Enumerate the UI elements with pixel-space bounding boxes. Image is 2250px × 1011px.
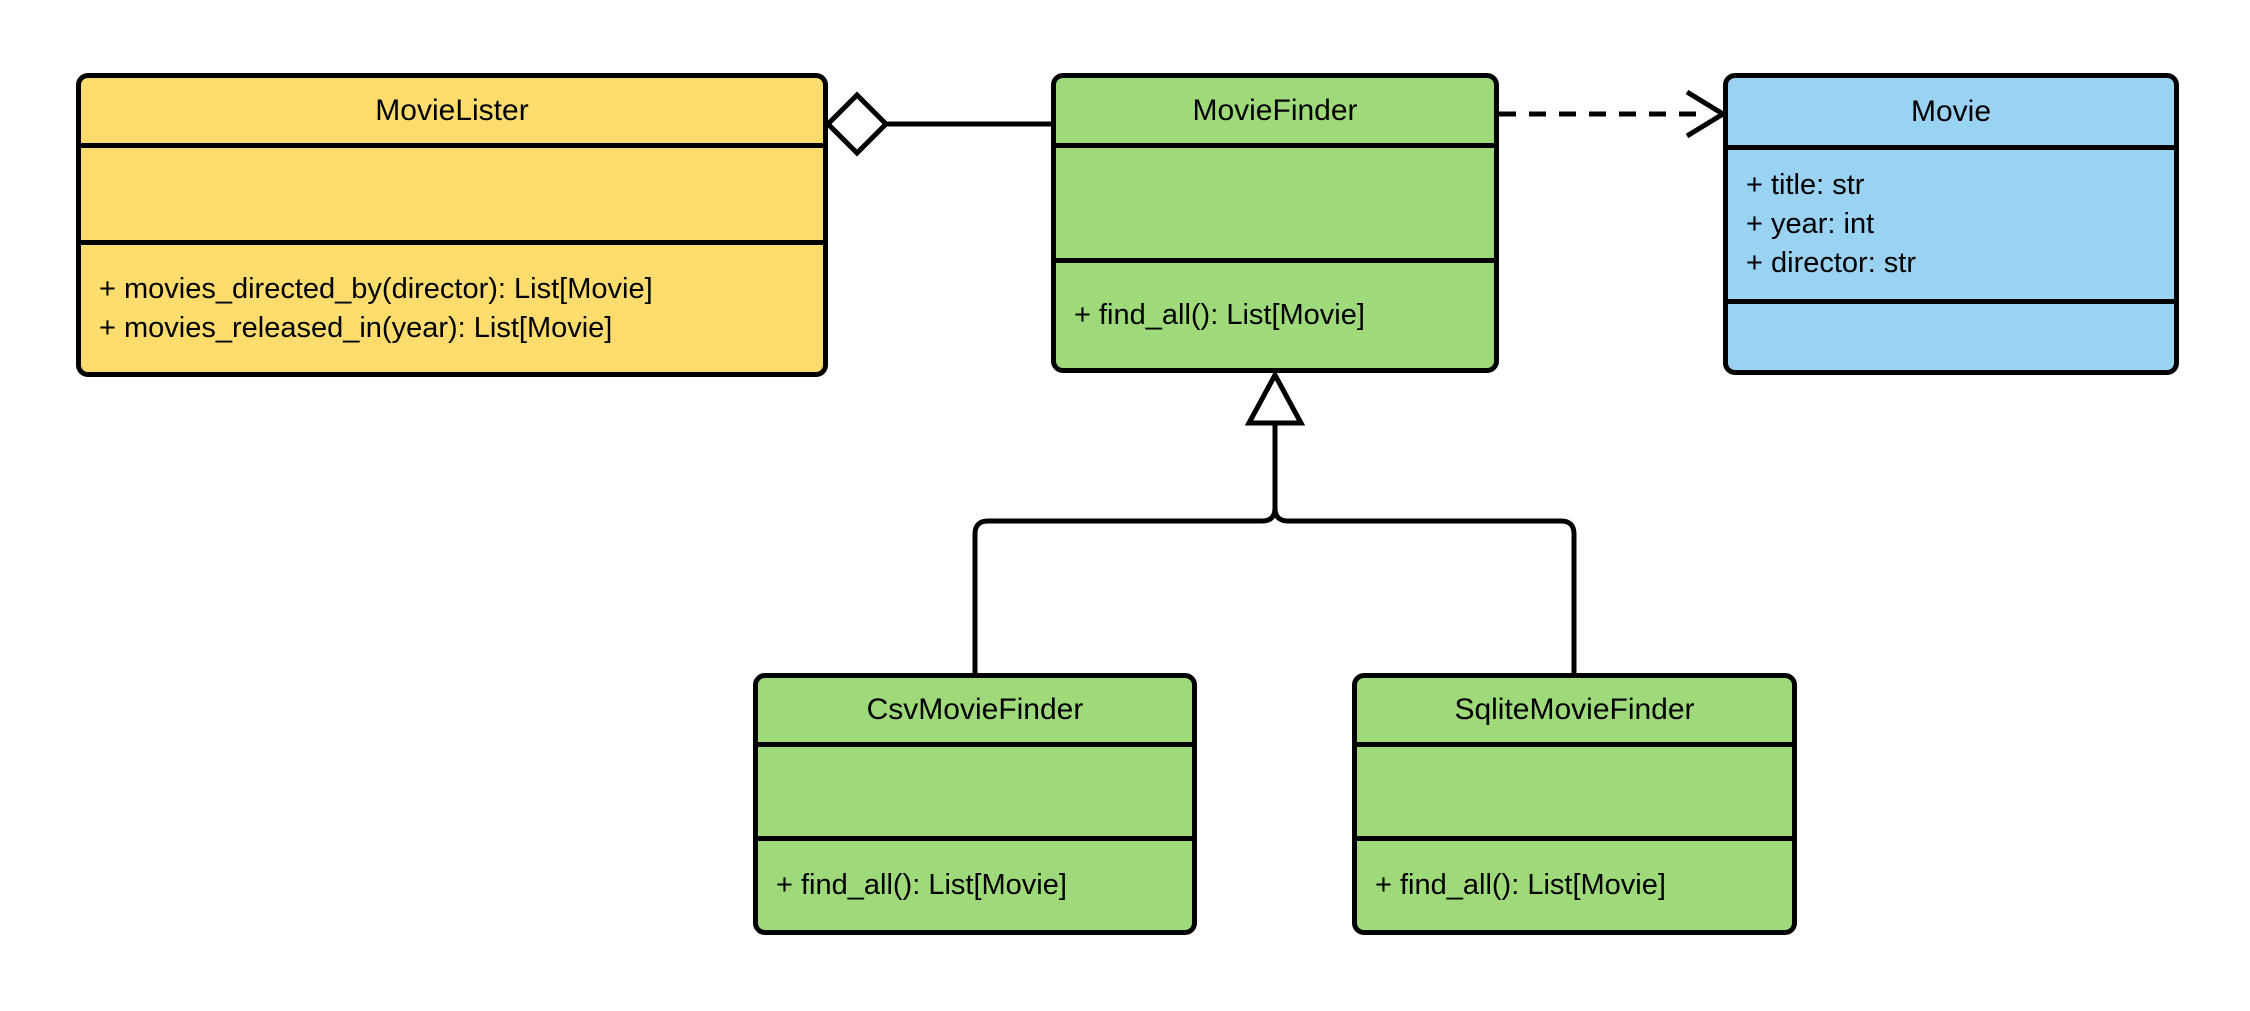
method-label: + movies_directed_by(director): List[Mov… (99, 272, 653, 305)
class-title: Movie (1910, 94, 1992, 128)
dependency-arrowhead-icon (1685, 89, 1728, 139)
attributes-compartment (1357, 742, 1792, 836)
methods-compartment: + find_all(): List[Movie] (1357, 836, 1792, 930)
class-box-moviefinder[interactable]: MovieFinder + find_all(): List[Movie] (1051, 73, 1499, 373)
methods-compartment: + find_all(): List[Movie] (758, 836, 1192, 930)
generalization-connector-left (972, 423, 1278, 673)
attributes-compartment (758, 742, 1192, 836)
class-box-movielister[interactable]: MovieLister + movies_directed_by(directo… (76, 73, 828, 377)
class-title: MovieFinder (1192, 93, 1358, 127)
generalization-triangle-icon (1244, 369, 1306, 426)
generalization-connector-right (1272, 423, 1577, 673)
attributes-compartment (1056, 143, 1494, 258)
class-title: CsvMovieFinder (866, 693, 1084, 726)
class-title: MovieLister (375, 93, 529, 127)
method-label: + movies_released_in(year): List[Movie] (99, 311, 613, 344)
methods-compartment: + movies_directed_by(director): List[Mov… (81, 240, 823, 372)
method-label: + find_all(): List[Movie] (1074, 299, 1365, 331)
attributes-compartment (81, 143, 823, 240)
aggregation-diamond-icon (824, 91, 890, 157)
methods-compartment: + find_all(): List[Movie] (1056, 258, 1494, 368)
methods-compartment (1728, 299, 2174, 370)
method-label: + find_all(): List[Movie] (776, 869, 1067, 901)
class-box-sqlitemoviefinder[interactable]: SqliteMovieFinder + find_all(): List[Mov… (1352, 673, 1797, 935)
attribute-label: + director: str (1746, 247, 1917, 279)
attribute-label: + title: str (1746, 169, 1865, 201)
method-label: + find_all(): List[Movie] (1375, 869, 1666, 901)
class-title: SqliteMovieFinder (1454, 693, 1695, 726)
class-box-csvmoviefinder[interactable]: CsvMovieFinder + find_all(): List[Movie] (753, 673, 1197, 935)
attributes-compartment: + title: str + year: int + director: str (1728, 145, 2174, 299)
class-box-movie[interactable]: Movie + title: str + year: int + directo… (1723, 73, 2179, 375)
attribute-label: + year: int (1746, 208, 1875, 240)
